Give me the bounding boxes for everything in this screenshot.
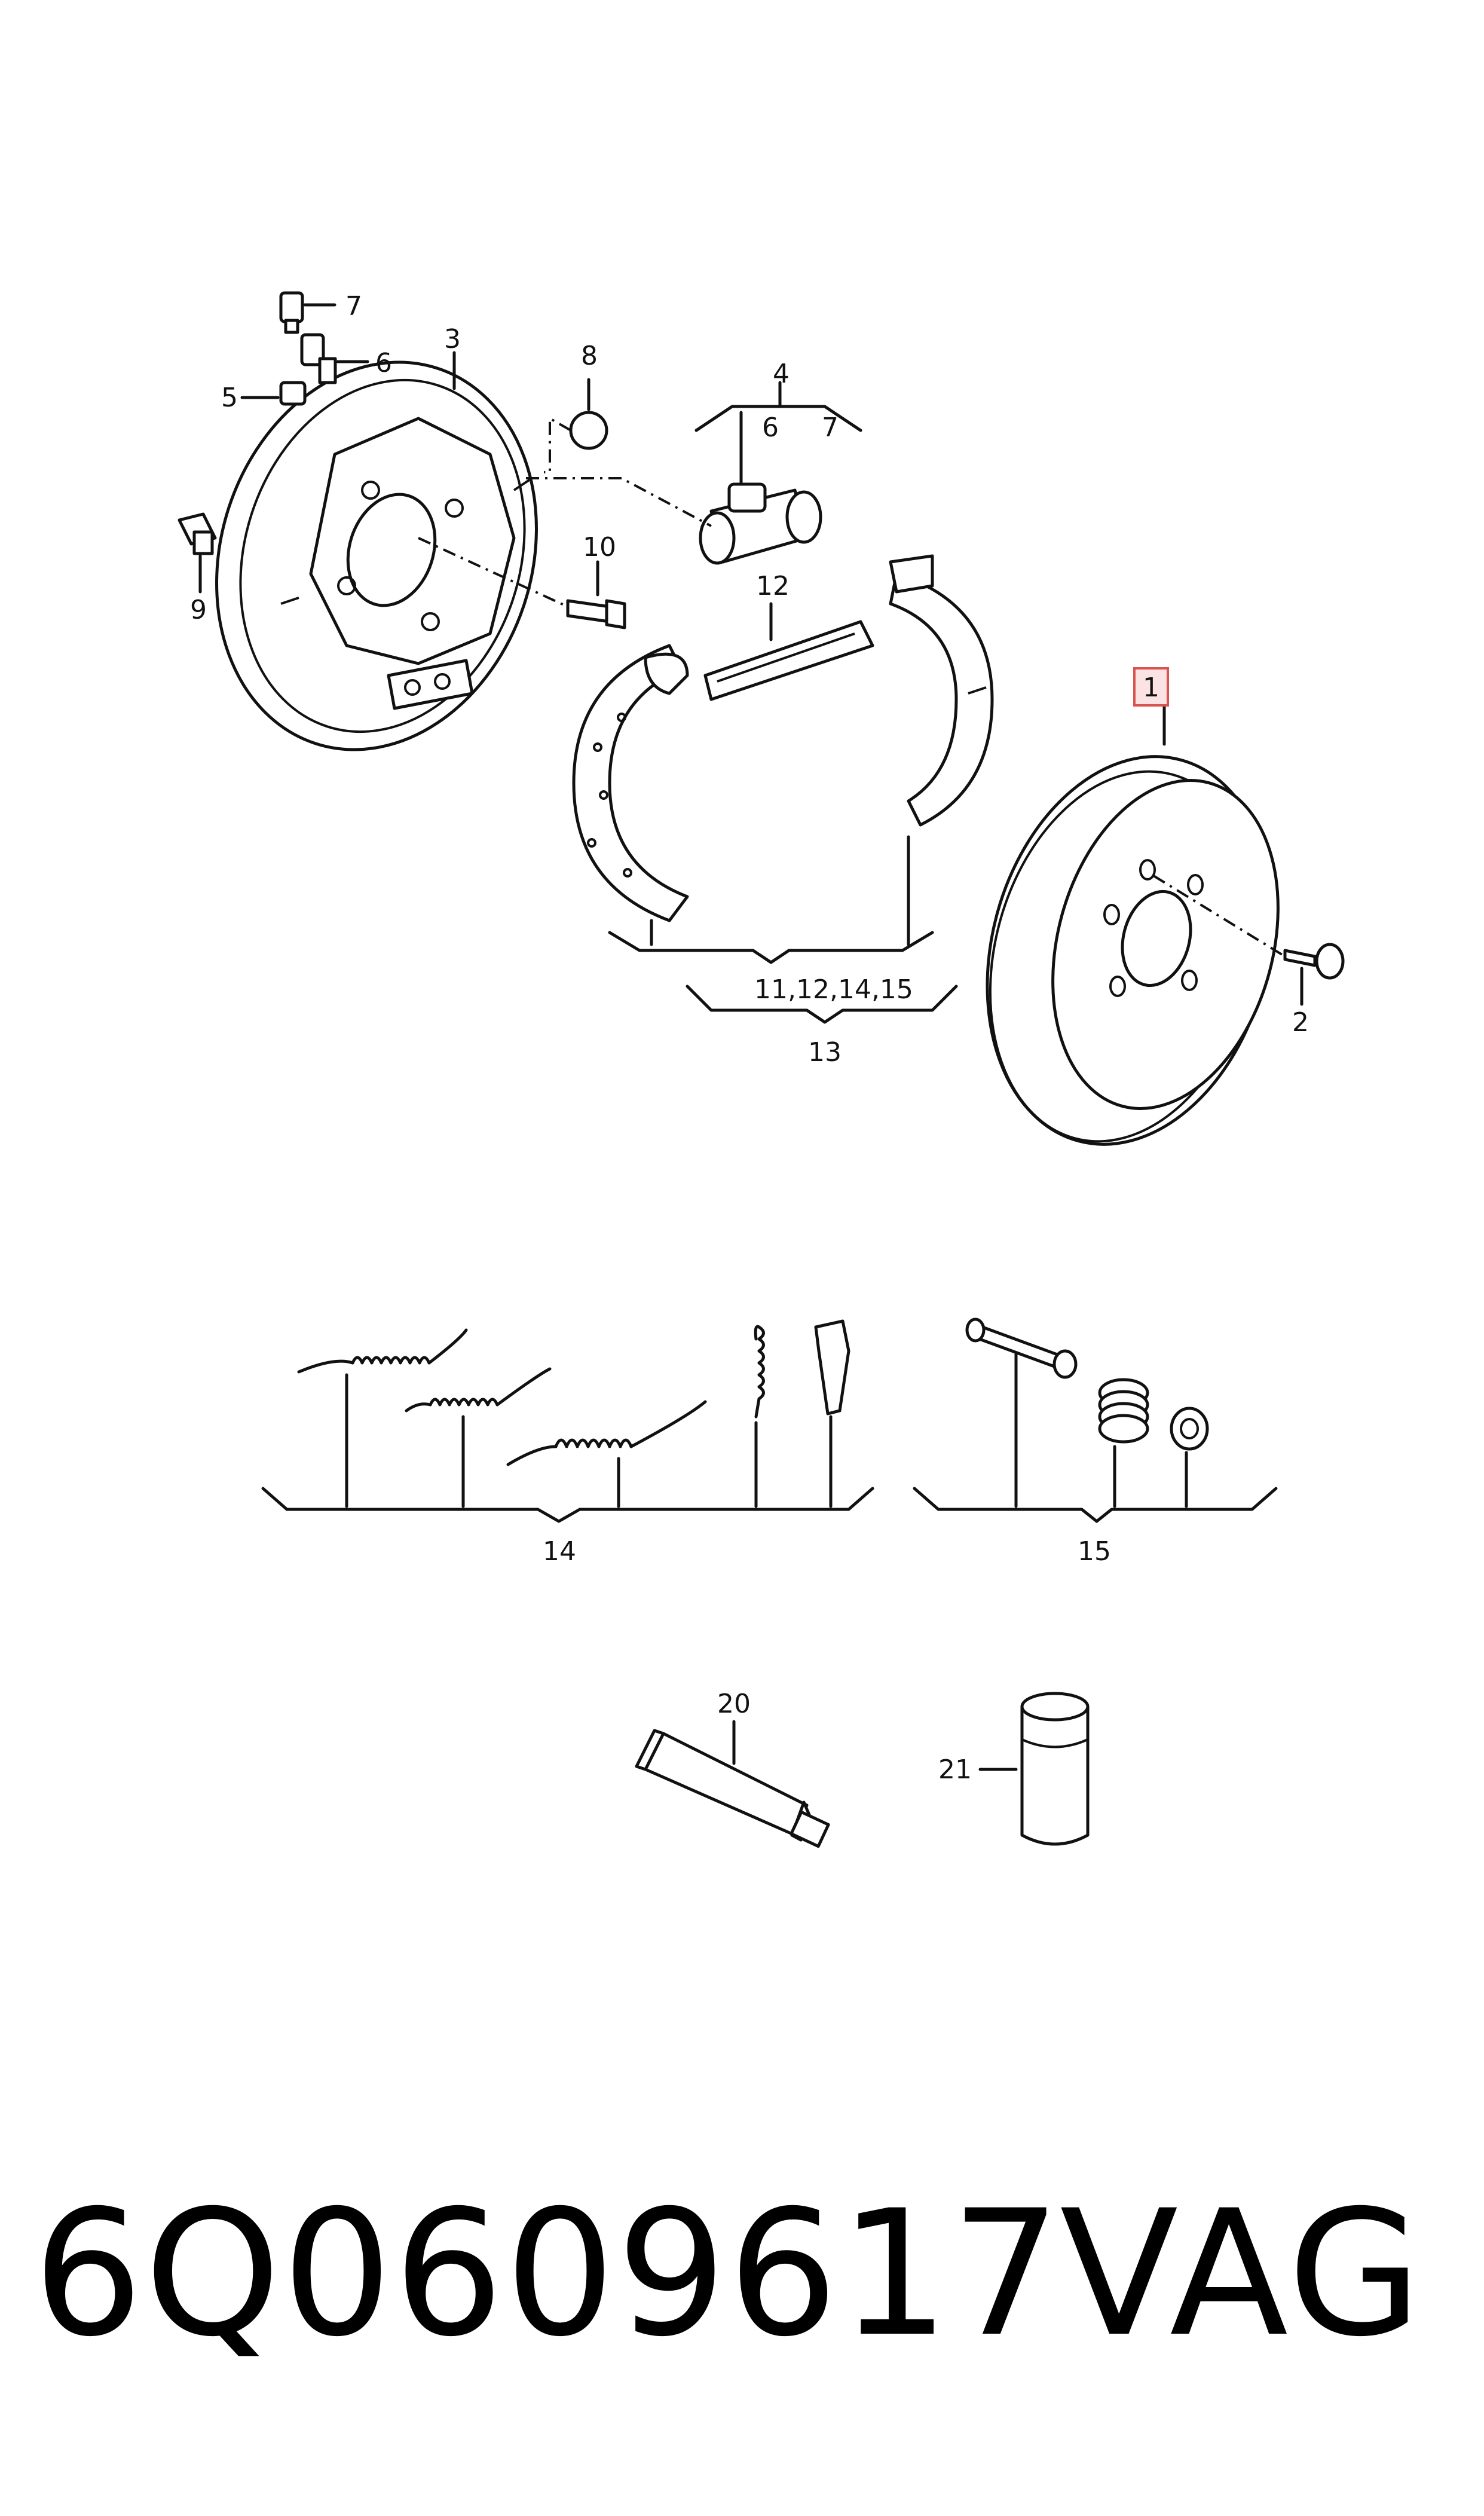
brand-name: VAG xyxy=(1060,2173,1424,2375)
wheel-cylinder xyxy=(526,381,862,565)
callout-11-group: 11,12,14,15 xyxy=(754,974,913,1005)
callout-15: 15 xyxy=(1078,1536,1111,1567)
callout-3: 3 xyxy=(444,324,461,354)
bolt-10 xyxy=(418,537,626,629)
callout-4-sub-6: 6 xyxy=(762,412,779,443)
brake-assembly-diagram: 7 6 5 3 9 8 10 4 6 7 12 11,12,14,15 13 1… xyxy=(178,291,1345,1848)
pin-kit-15 xyxy=(913,1317,1278,1523)
callout-20: 20 xyxy=(717,1689,751,1719)
brake-shoe-left xyxy=(572,644,689,922)
callout-2: 2 xyxy=(1292,1007,1309,1038)
callout-8: 8 xyxy=(581,341,598,371)
bleeder-screw-7 xyxy=(279,291,336,334)
spring-kit-14 xyxy=(261,1319,874,1523)
container-21 xyxy=(978,1692,1090,1846)
callout-21: 21 xyxy=(938,1754,972,1785)
callout-6: 6 xyxy=(375,348,392,378)
backing-plate xyxy=(215,360,538,751)
brake-shoe-right xyxy=(889,554,994,827)
screw-2 xyxy=(1283,943,1345,1006)
dust-cap-5 xyxy=(240,381,307,406)
brake-drum xyxy=(986,704,1286,1146)
callout-13: 13 xyxy=(808,1037,842,1068)
grease-tube-20 xyxy=(635,1720,830,1848)
callout-9: 9 xyxy=(190,595,207,625)
highlight-box-item-1 xyxy=(1133,667,1169,707)
callout-4-sub-7: 7 xyxy=(822,412,839,443)
callout-4: 4 xyxy=(773,359,790,389)
shoe-group-bracket xyxy=(608,835,958,1024)
plug-8 xyxy=(544,378,608,473)
grommet-9 xyxy=(178,512,217,594)
callout-14: 14 xyxy=(543,1536,576,1567)
bleeder-valve-6 xyxy=(300,333,369,384)
callout-12: 12 xyxy=(756,571,790,601)
part-number: 6Q0609617 xyxy=(33,2173,1063,2375)
callout-7: 7 xyxy=(345,291,362,322)
callout-10: 10 xyxy=(583,532,616,562)
callout-1: 1 xyxy=(1143,672,1159,703)
callout-5: 5 xyxy=(221,383,238,413)
adjuster-strut-12 xyxy=(703,602,874,701)
